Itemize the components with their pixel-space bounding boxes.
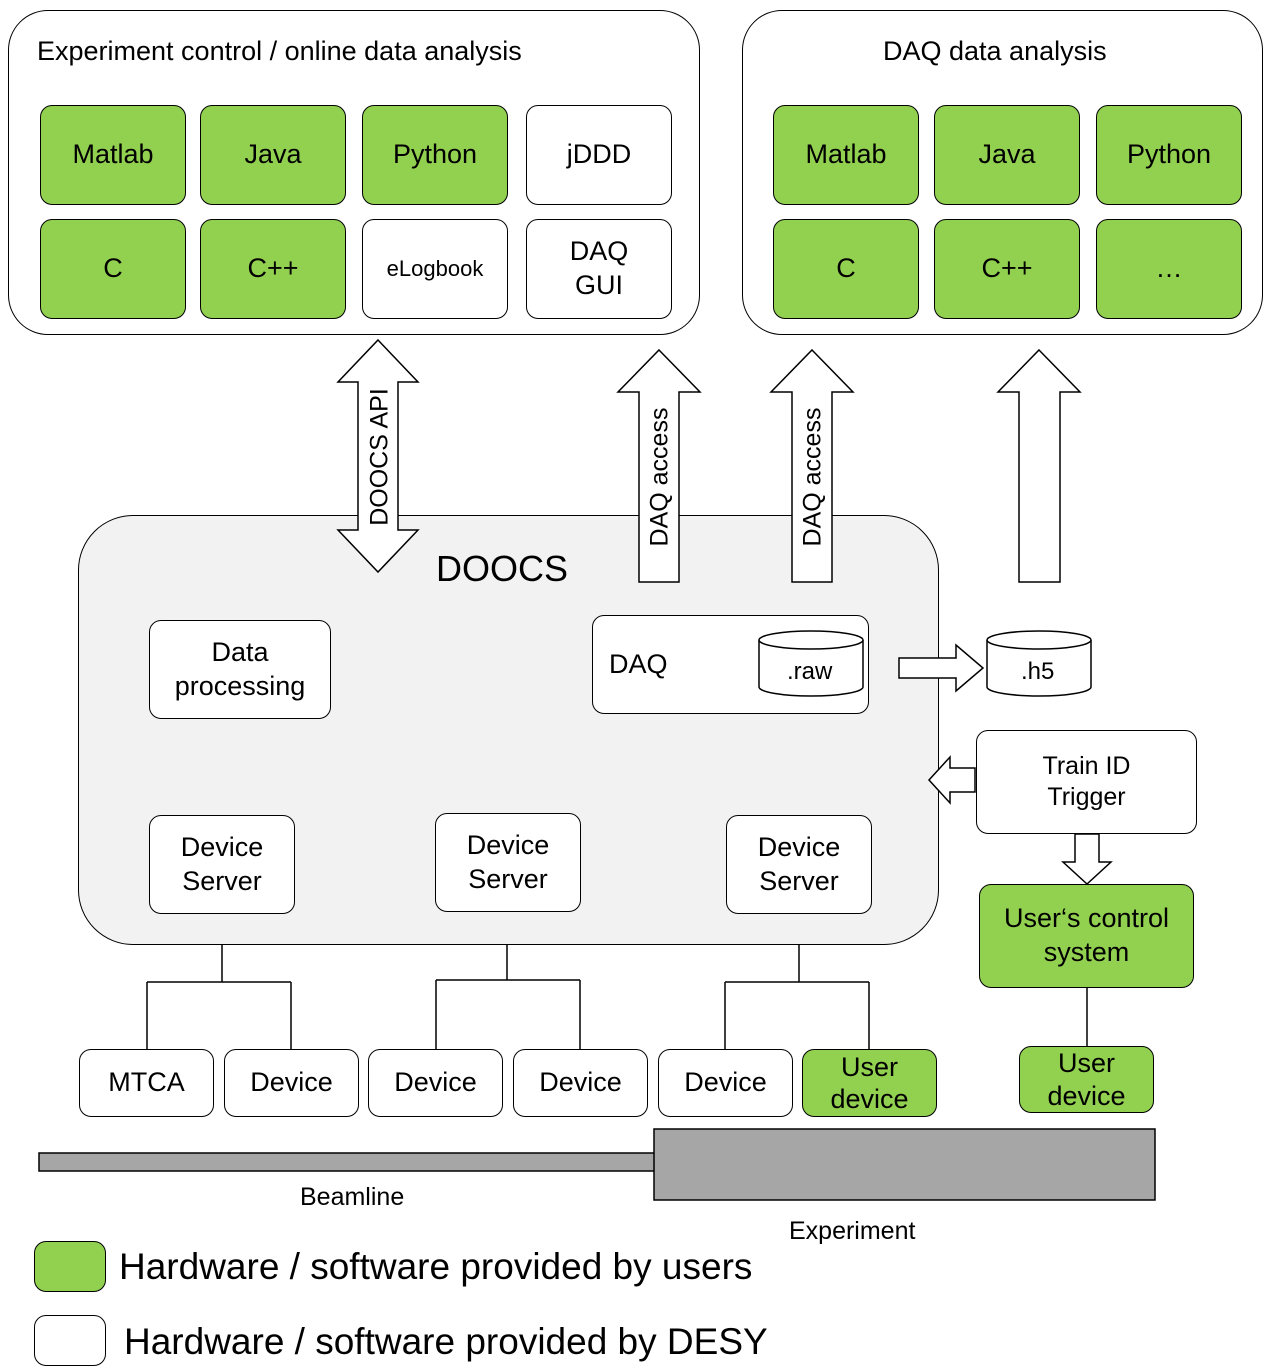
user-device-right: User device: [1019, 1046, 1154, 1113]
device-box-3: Device: [513, 1049, 648, 1117]
control-tool-1: Java: [200, 105, 346, 205]
train-id-trigger-box: Train ID Trigger: [976, 730, 1197, 834]
connector-server3: [724, 914, 870, 1050]
device-server-3: Device Server: [726, 815, 872, 914]
trigger-to-user-arrow: [1061, 833, 1113, 886]
control-tool-5: C++: [200, 219, 346, 319]
legend-desy-label: Hardware / software provided by DESY: [124, 1321, 768, 1362]
daq-tool-3: C: [773, 219, 919, 319]
device-box-2: Device: [368, 1049, 503, 1117]
connector-lines: [146, 912, 1088, 1050]
daq-label: DAQ: [609, 648, 668, 679]
device-box-0: MTCA: [79, 1049, 214, 1117]
daq-tool-2: Python: [1096, 105, 1242, 205]
users-control-system-box: User‘s control system: [979, 884, 1194, 988]
experiment-control-title: Experiment control / online data analysi…: [37, 36, 522, 66]
doocs-api-double-arrow: [336, 338, 420, 574]
experiment-label: Experiment: [789, 1217, 916, 1245]
device-server-2: Device Server: [435, 813, 581, 912]
trigger-to-doocs-arrow: [927, 755, 976, 805]
daq-analysis-title: DAQ data analysis: [883, 36, 1107, 66]
control-tool-7: DAQ GUI: [526, 219, 672, 319]
device-box-1: Device: [224, 1049, 359, 1117]
legend-user-swatch: [34, 1241, 106, 1292]
experiment-bar: [653, 1128, 1156, 1201]
data-processing-box: Data processing: [149, 620, 331, 719]
legend-desy-swatch: [34, 1315, 106, 1366]
daq-tool-1: Java: [934, 105, 1080, 205]
daq-tool-4: C++: [934, 219, 1080, 319]
daq-tool-5: …: [1096, 219, 1242, 319]
daq-tool-0: Matlab: [773, 105, 919, 205]
daq-access-arrow-1: [616, 348, 702, 583]
beamline-label: Beamline: [300, 1183, 405, 1211]
h5-cylinder-icon: [986, 630, 1092, 697]
device-box-4: Device: [658, 1049, 793, 1117]
raw-to-h5-arrow: [898, 643, 985, 693]
connector-server2: [435, 912, 581, 1050]
raw-cylinder-icon: [758, 630, 864, 697]
control-tool-3: jDDD: [526, 105, 672, 205]
user-device-box: User device: [802, 1049, 937, 1117]
legend-user-label: Hardware / software provided by users: [119, 1246, 753, 1287]
device-server-1: Device Server: [149, 815, 295, 914]
control-tool-2: Python: [362, 105, 508, 205]
control-tool-6: eLogbook: [362, 219, 508, 319]
h5-label: .h5: [1021, 658, 1055, 685]
control-tool-4: C: [40, 219, 186, 319]
control-tool-0: Matlab: [40, 105, 186, 205]
connector-server1: [146, 914, 292, 1050]
doocs-title: DOOCS: [436, 548, 569, 589]
raw-label: .raw: [787, 658, 833, 685]
daq-access-arrow-2: [769, 348, 855, 583]
daq-output-arrow: [996, 348, 1082, 583]
